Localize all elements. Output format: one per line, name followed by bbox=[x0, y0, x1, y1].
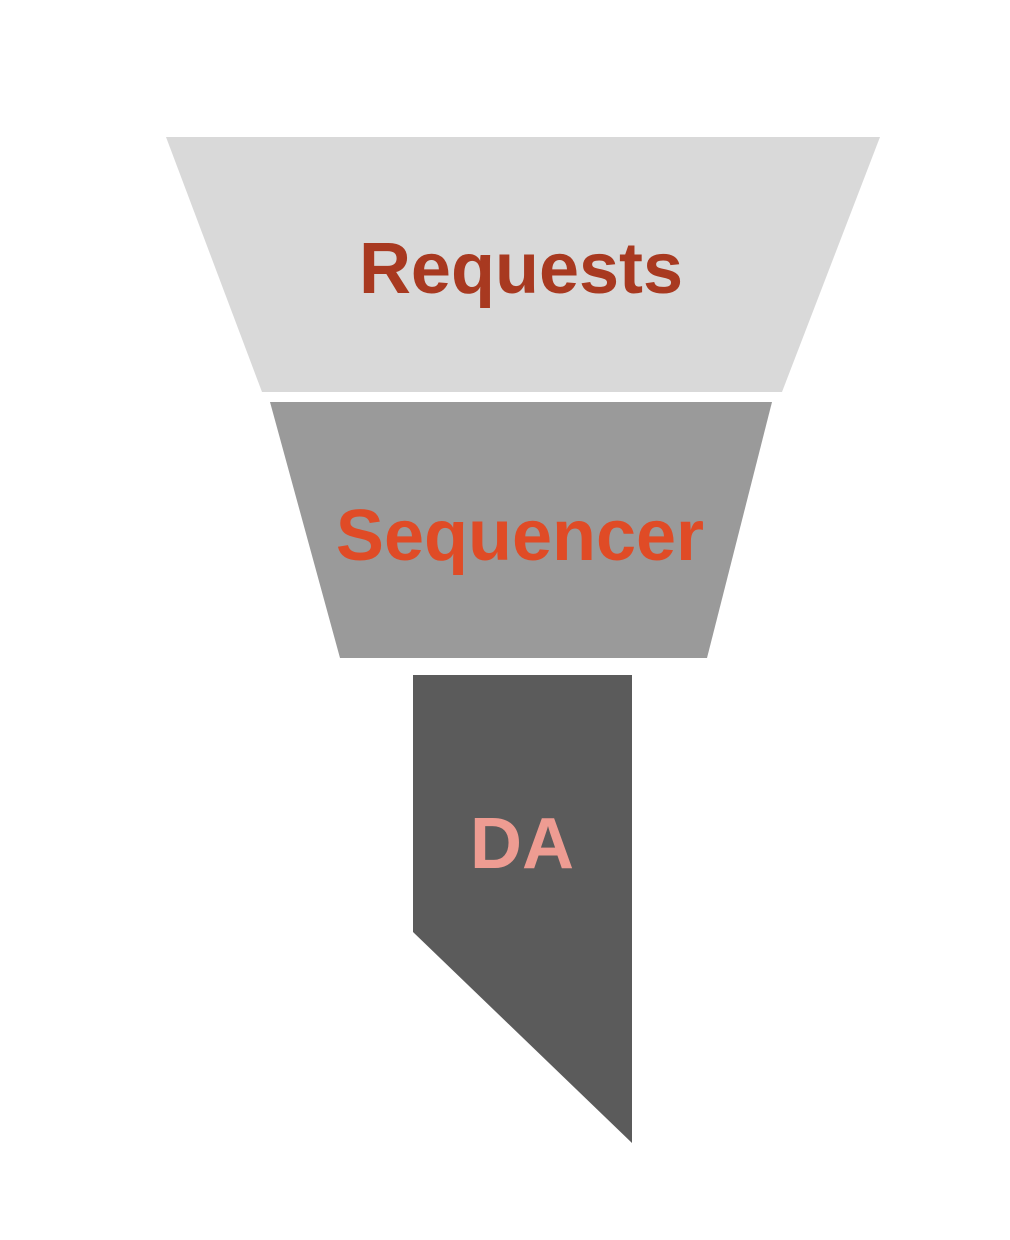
funnel-stage-sequencer-label: Sequencer bbox=[336, 496, 704, 576]
funnel-stage-da-shape bbox=[413, 675, 632, 1143]
funnel-stage-requests-shape bbox=[166, 137, 880, 392]
funnel-stage-requests-label: Requests bbox=[359, 229, 683, 309]
funnel-stage-sequencer-shape bbox=[270, 402, 772, 658]
funnel-stage-da-label: DA bbox=[470, 804, 574, 884]
